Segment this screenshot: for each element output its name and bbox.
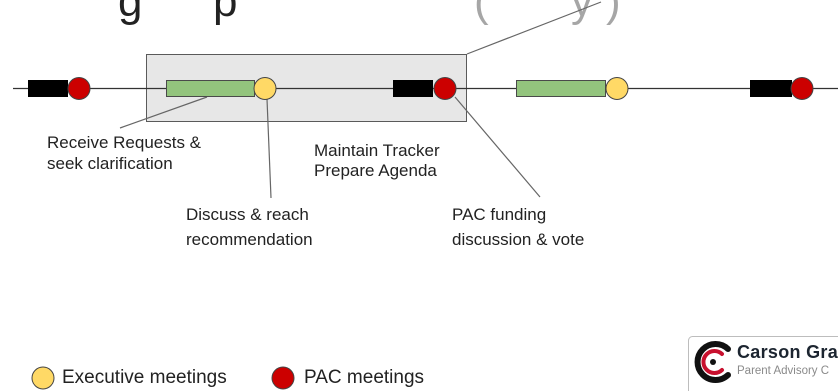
logo-name: Carson Gra (737, 342, 838, 362)
connector-discuss-reach (266, 98, 272, 199)
label-pac-funding-line1: PAC funding (452, 205, 547, 224)
title-fragment-p: p (213, 0, 238, 26)
logo-icon (694, 341, 731, 383)
label-maintain-tracker-line1: Maintain Tracker (314, 141, 440, 160)
logo-icon-inner-arc (701, 349, 724, 375)
executive-meeting-marker-1 (253, 77, 277, 100)
admin-block-1 (28, 80, 68, 97)
title-fragment-open-paren: ( (474, 0, 489, 26)
admin-block-2 (393, 80, 433, 97)
executive-meeting-marker-2 (605, 77, 629, 100)
legend-executive-marker (31, 366, 55, 390)
label-receive-requests-line1: Receive Requests & (47, 133, 202, 152)
label-receive-requests-line2: seek clarification (47, 154, 173, 173)
work-block-2 (516, 80, 606, 97)
label-pac-funding-line2: discussion & vote (452, 230, 585, 249)
label-discuss-reach-line1: Discuss & reach (186, 205, 309, 224)
title-fragment-y: y (571, 0, 593, 26)
logo-tagline: Parent Advisory C (737, 365, 830, 377)
work-block-1 (166, 80, 255, 97)
title-fragment-close-paren: ) (606, 0, 621, 26)
logo-icon-outer-arc (694, 341, 731, 383)
connector-pac-funding (454, 96, 541, 198)
pac-meeting-marker-3 (790, 77, 814, 100)
legend-executive-label: Executive meetings (62, 367, 227, 388)
admin-block-3 (750, 80, 792, 97)
legend-pac-label: PAC meetings (304, 367, 425, 388)
label-maintain-tracker-line2: Prepare Agenda (314, 161, 437, 180)
logo-icon-dot (710, 359, 716, 365)
title-fragment-g: g (118, 0, 143, 26)
legend-pac-marker (271, 366, 295, 390)
label-discuss-reach-line2: recommendation (186, 230, 313, 249)
title-annotation-connector (466, 1, 602, 55)
connector-receive-requests (119, 96, 208, 129)
pac-meeting-marker-1 (67, 77, 91, 100)
logo: Carson Gra Parent Advisory C (736, 340, 838, 384)
pac-meeting-marker-2 (433, 77, 457, 100)
